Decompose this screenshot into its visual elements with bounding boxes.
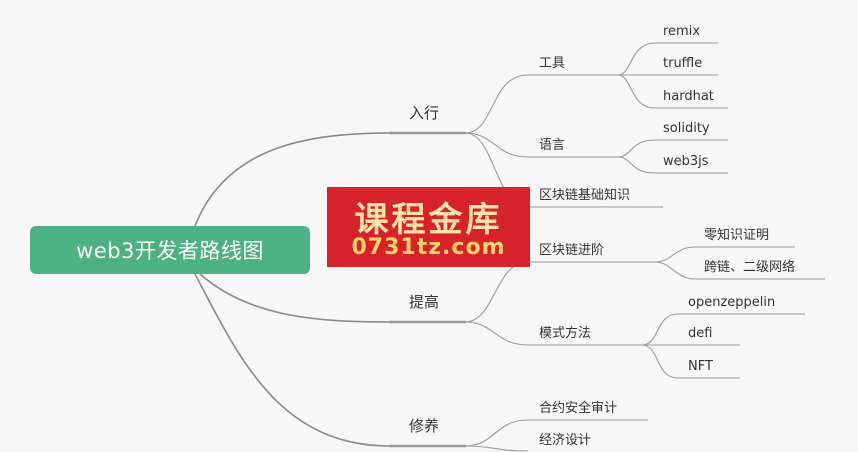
node-blockchain-basics[interactable]: 区块链基础知识 bbox=[539, 188, 631, 203]
root-node[interactable]: web3开发者路线图 bbox=[30, 226, 310, 274]
leaf-remix[interactable]: remix bbox=[663, 24, 701, 39]
edge-root-entry bbox=[194, 132, 391, 227]
leaf-defi[interactable]: defi bbox=[688, 326, 713, 341]
node-language[interactable]: 语言 bbox=[539, 138, 566, 153]
leaf-hardhat[interactable]: hardhat bbox=[663, 89, 714, 104]
node-patterns[interactable]: 模式方法 bbox=[539, 326, 592, 341]
leaf-nft[interactable]: NFT bbox=[688, 359, 713, 374]
watermark-url: 0731tz.com bbox=[351, 235, 506, 260]
edge-root-advance bbox=[199, 273, 391, 323]
branch-entry[interactable]: 入行 bbox=[409, 104, 440, 122]
branch-cultivation[interactable]: 修养 bbox=[409, 417, 440, 435]
node-economic-design[interactable]: 经济设计 bbox=[539, 433, 592, 448]
watermark-title: 课程金库 bbox=[354, 200, 503, 240]
leaf-cross-chain-l2[interactable]: 跨链、二级网络 bbox=[704, 260, 796, 275]
leaf-solidity[interactable]: solidity bbox=[663, 121, 710, 136]
node-contract-audit[interactable]: 合约安全审计 bbox=[539, 401, 618, 416]
leaf-web3js[interactable]: web3js bbox=[663, 154, 709, 169]
leaf-truffle[interactable]: truffle bbox=[663, 56, 703, 71]
branch-advance[interactable]: 提高 bbox=[409, 293, 440, 311]
watermark-banner: 课程金库 0731tz.com bbox=[327, 187, 530, 267]
node-tools[interactable]: 工具 bbox=[539, 56, 566, 71]
leaf-zero-knowledge[interactable]: 零知识证明 bbox=[704, 228, 770, 243]
node-blockchain-advanced[interactable]: 区块链进阶 bbox=[539, 243, 605, 258]
edge-root-cultivation bbox=[194, 273, 391, 447]
leaf-openzeppelin[interactable]: openzeppelin bbox=[688, 295, 776, 310]
